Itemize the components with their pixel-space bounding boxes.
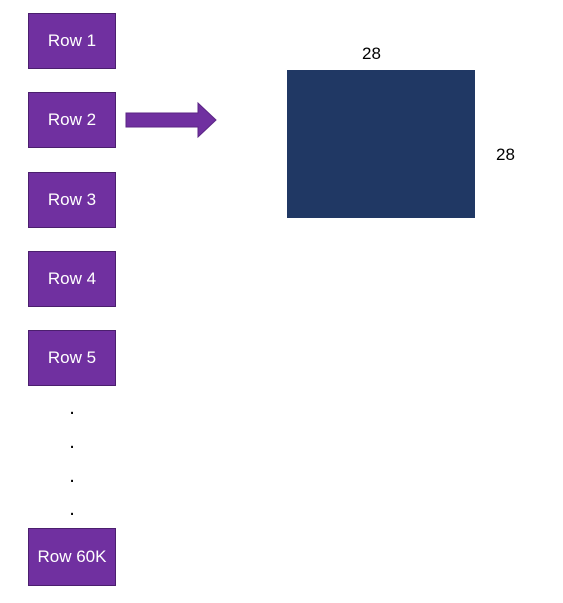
row-box-1: Row 1 bbox=[28, 13, 116, 69]
row-box-5: Row 5 bbox=[28, 330, 116, 386]
row-box-2: Row 2 bbox=[28, 92, 116, 148]
image-height-label: 28 bbox=[496, 145, 515, 164]
row-box-60k: Row 60K bbox=[28, 528, 116, 586]
image-width-label: 28 bbox=[362, 44, 381, 63]
image-square bbox=[287, 70, 475, 218]
row-box-3: Row 3 bbox=[28, 172, 116, 228]
row-box-4: Row 4 bbox=[28, 251, 116, 307]
ellipsis-dot-3: . bbox=[69, 465, 75, 487]
ellipsis-dot-4: . bbox=[69, 498, 75, 520]
right-arrow-icon bbox=[125, 101, 217, 139]
ellipsis-dot-2: . bbox=[69, 431, 75, 453]
ellipsis-dot-1: . bbox=[69, 397, 75, 419]
